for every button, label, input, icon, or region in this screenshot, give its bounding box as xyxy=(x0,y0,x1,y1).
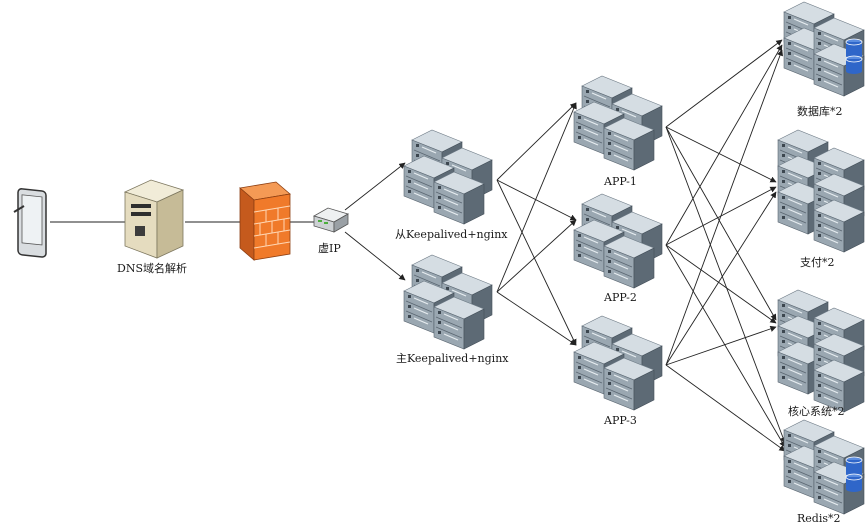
dns-label: DNS域名解析 xyxy=(117,261,187,275)
core-system-label: 核心系统*2 xyxy=(788,404,845,418)
edge-app3-core xyxy=(665,325,777,366)
edge-app3-db xyxy=(665,49,783,366)
app3-server-icon xyxy=(574,316,662,410)
app3-label: APP-3 xyxy=(603,414,637,427)
edge-lbm-app3 xyxy=(496,291,577,346)
edge-vip-lb-master xyxy=(344,231,406,281)
edge-app1-pay xyxy=(665,126,777,183)
edge-app1-core xyxy=(665,126,777,321)
client-tablet-icon xyxy=(13,188,47,258)
connections xyxy=(50,39,786,452)
redis-label: Redis*2 xyxy=(797,512,841,525)
app2-label: APP-2 xyxy=(603,291,637,304)
dns-server-icon xyxy=(123,179,185,259)
edge-app3-pay xyxy=(665,191,777,366)
lb-master-server-icon xyxy=(404,255,492,349)
redis-server-icon xyxy=(784,420,864,514)
payment-label: 支付*2 xyxy=(800,256,835,269)
app1-label: APP-1 xyxy=(603,175,637,188)
vip-label: 虚IP xyxy=(318,242,341,255)
firewall-icon xyxy=(239,181,291,261)
app2-server-icon xyxy=(574,194,662,288)
edge-lbb-app2 xyxy=(496,179,577,221)
edge-lbb-app3 xyxy=(496,179,577,346)
vip-router-icon xyxy=(312,207,350,233)
edge-lbm-app1 xyxy=(496,102,577,293)
edge-lbb-app1 xyxy=(496,102,577,181)
edge-app2-db xyxy=(665,44,783,246)
app1-server-icon xyxy=(574,76,662,170)
database-label: 数据库*2 xyxy=(797,104,843,118)
core-system-cluster-icon xyxy=(778,290,864,412)
edge-app2-redis xyxy=(665,244,786,448)
edge-app2-core xyxy=(665,244,777,324)
payment-cluster-icon xyxy=(778,130,864,252)
edge-vip-lb-backup xyxy=(344,162,406,211)
lb-backup-server-icon xyxy=(404,130,492,224)
edge-app1-db xyxy=(665,39,783,128)
edge-app1-redis xyxy=(665,126,786,444)
edge-lbm-app2 xyxy=(496,219,577,293)
lb-master-label: 主Keepalived+nginx xyxy=(396,352,509,365)
edge-app3-redis xyxy=(665,364,786,452)
database-server-icon xyxy=(784,2,864,96)
lb-backup-label: 从Keepalived+nginx xyxy=(395,228,508,241)
